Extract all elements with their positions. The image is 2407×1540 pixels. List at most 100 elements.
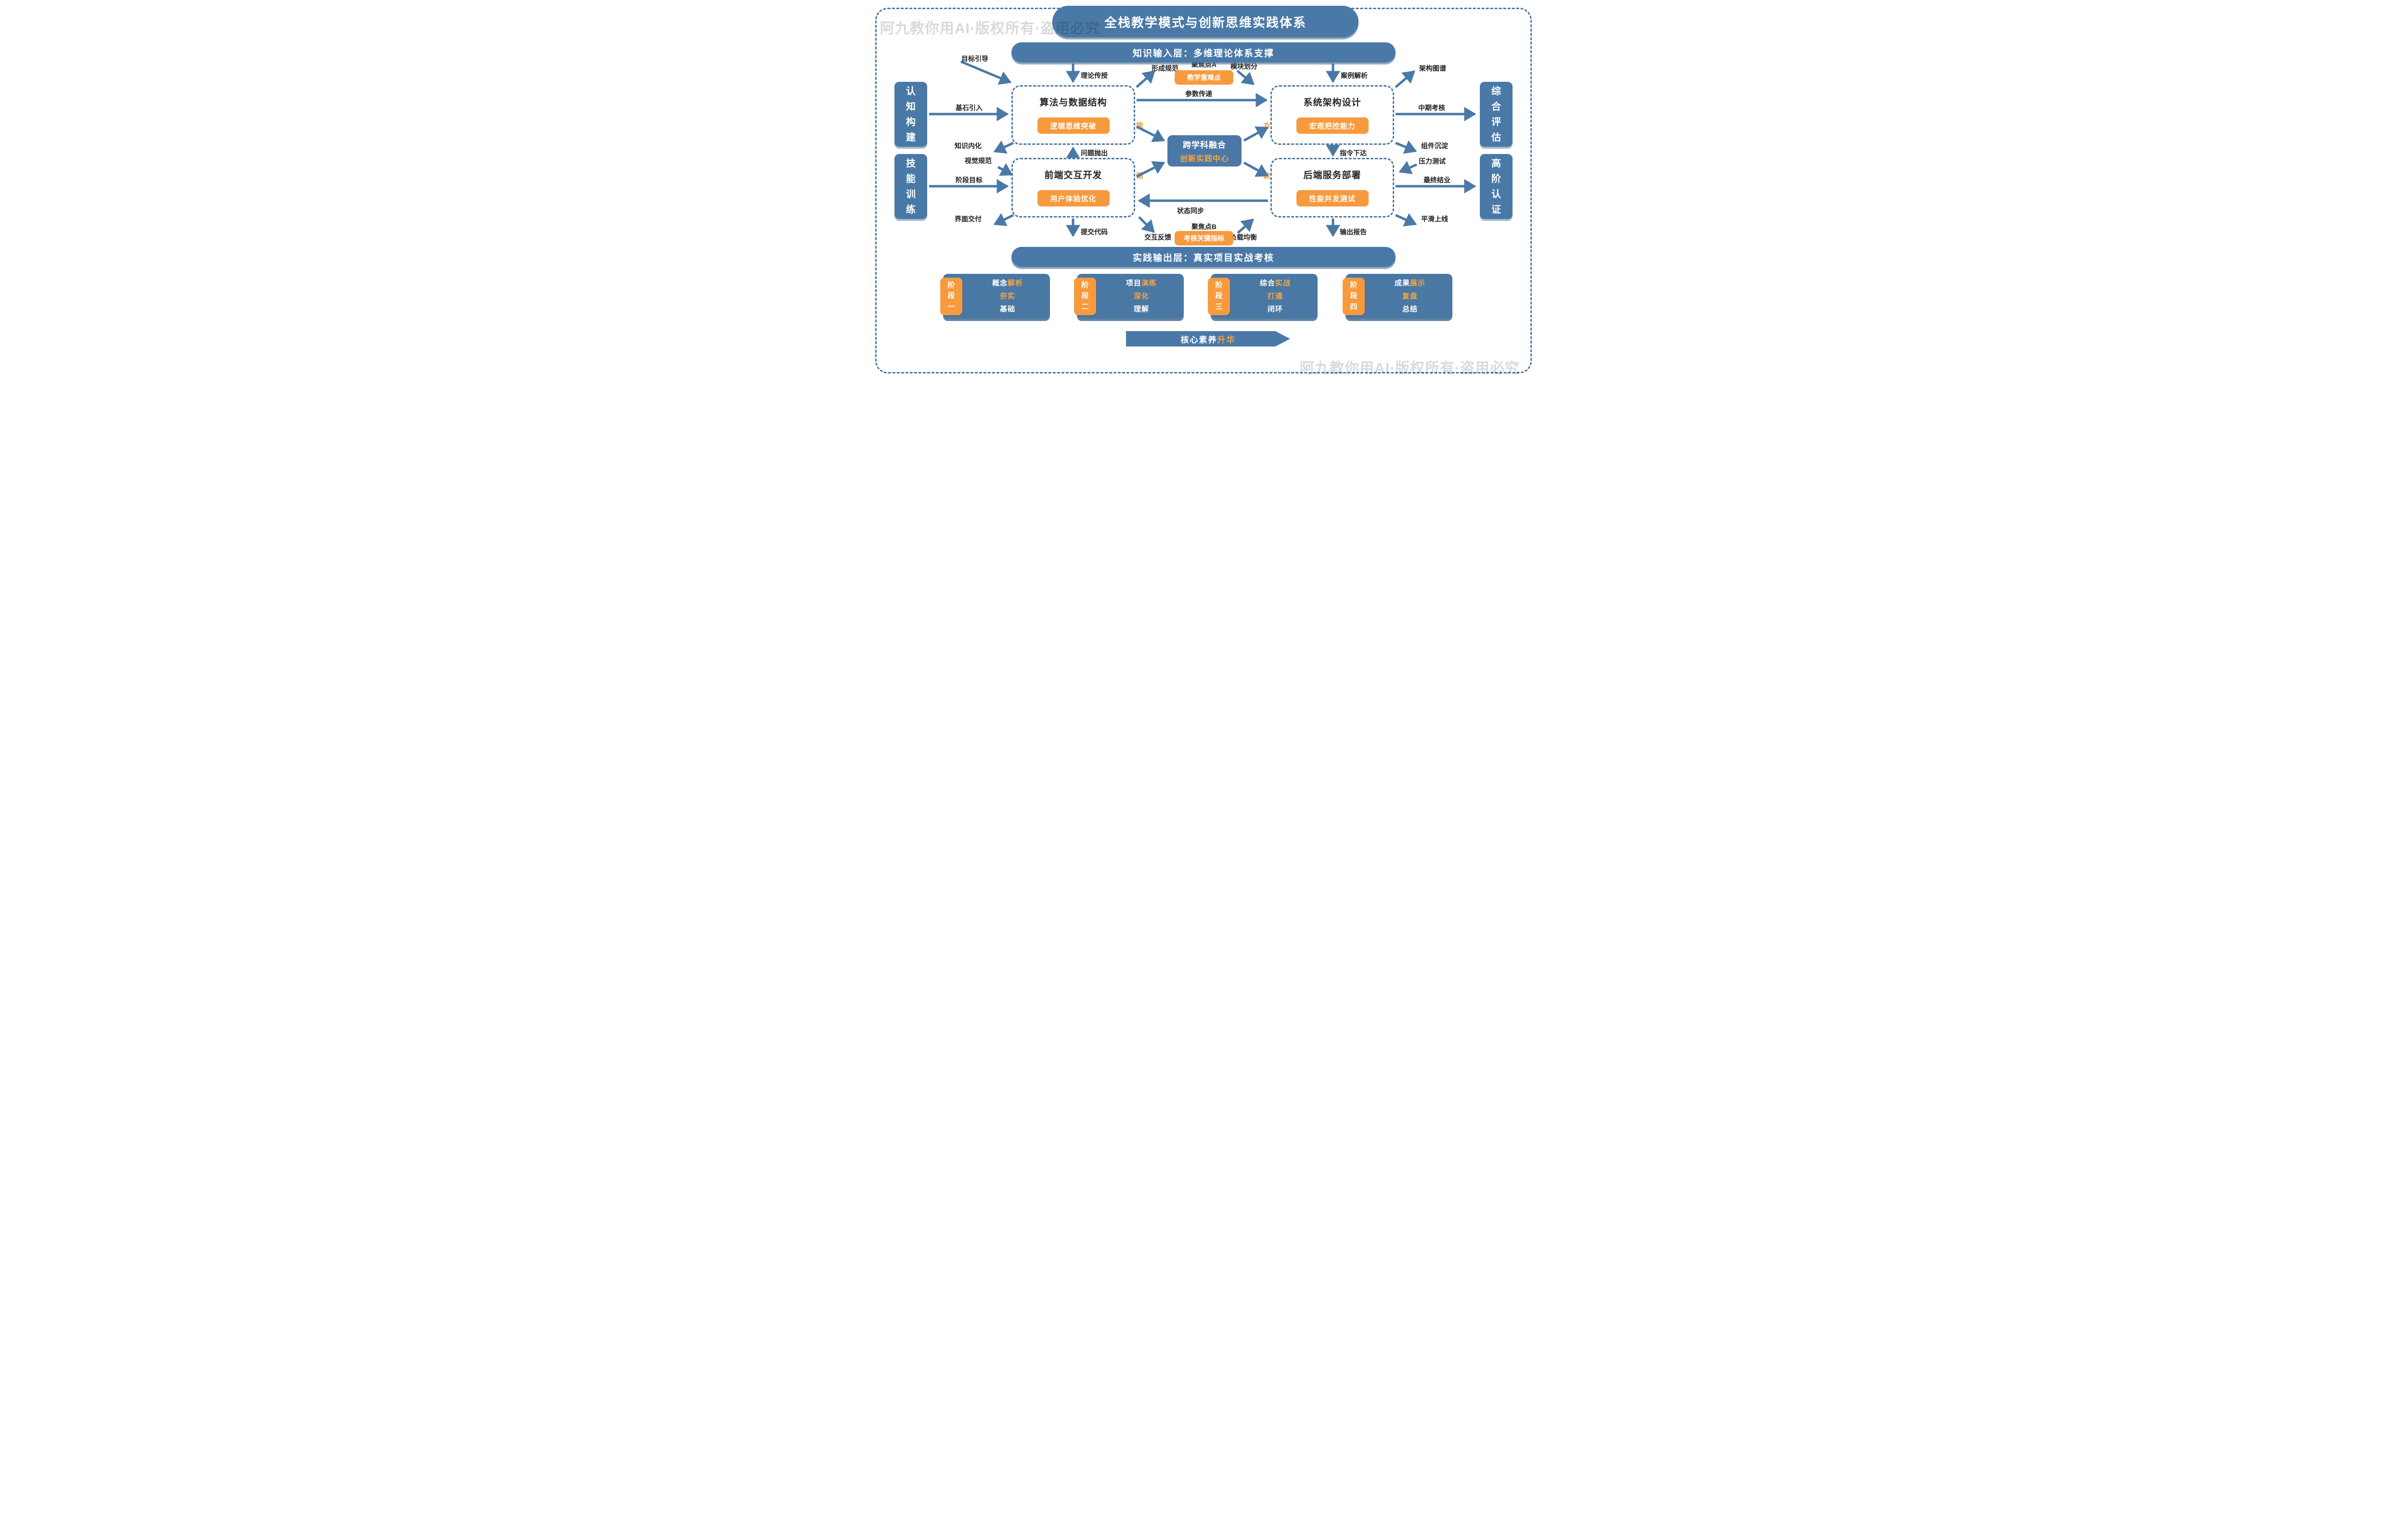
stage-2-tab: 阶段二	[1074, 277, 1096, 315]
node-skill: 技能训练	[894, 154, 927, 219]
node-frontend: 前端交互开发 用户体验优化	[1011, 158, 1135, 218]
stage-2-line1: 项目演练	[1126, 277, 1157, 290]
edge-internalize: 知识内化	[955, 142, 982, 150]
edge-case-study: 案例解析	[1341, 72, 1368, 79]
edge-launch: 平滑上线	[1421, 215, 1448, 223]
edge-atlas: 架构图谱	[1419, 64, 1446, 72]
edge-component: 组件沉淀	[1421, 142, 1448, 150]
edge-theory: 理论传授	[1081, 72, 1108, 79]
hub-line2: 创新实践中心	[1179, 155, 1229, 163]
arrow-norm	[1136, 70, 1155, 88]
edge-stage-goal: 阶段目标	[956, 176, 983, 184]
node-backend: 后端服务部署 性能并发测试	[1270, 158, 1394, 218]
edge-module-split: 模块划分	[1230, 63, 1257, 70]
stage-3-content: 综合实战 打通 闭环	[1236, 277, 1315, 316]
arrow-launch	[1395, 213, 1417, 227]
arrow-feedback	[1138, 216, 1155, 233]
arrow-component	[1395, 140, 1417, 154]
connector-arrows	[929, 60, 1476, 237]
node-cognition-label: 认知构建	[906, 86, 916, 143]
edge-load-balance: 负载均衡	[1230, 233, 1257, 241]
edge-problem: 问题抛出	[1081, 149, 1108, 157]
stage-card-3: 阶段三 综合实战 打通 闭环	[1208, 274, 1318, 319]
arrow-hub-in-top	[1136, 125, 1165, 142]
stage-2-tab-label: 阶段二	[1081, 281, 1089, 311]
stage-card-1: 阶段一 概念解析 夯实 基础	[940, 274, 1050, 319]
arrow-visual	[997, 163, 1013, 176]
edge-feedback: 交互反馈	[1144, 233, 1171, 241]
node-architecture-title: 系统架构设计	[1303, 98, 1361, 108]
arrow-internalize	[993, 140, 1014, 154]
arrow-module-split	[1236, 70, 1255, 85]
node-backend-badge: 性能并发测试	[1296, 190, 1369, 206]
node-evaluation: 综合评估	[1480, 82, 1513, 147]
edge-interface-delivery: 界面交付	[955, 215, 982, 223]
stage-1-line1-white: 概念	[992, 279, 1008, 287]
stage-3-line1: 综合实战	[1260, 277, 1291, 290]
edge-pressure: 压力测试	[1419, 157, 1446, 165]
stage-1-tab: 阶段一	[940, 277, 962, 315]
stage-2-line2: 深化	[1133, 292, 1149, 300]
edge-goal-guide: 目标引导	[961, 55, 988, 63]
edge-submit-code: 提交代码	[1081, 228, 1108, 236]
node-architecture: 系统架构设计 宏观把控能力	[1270, 85, 1394, 145]
stage-4-content: 成果展示 复盘 总结	[1371, 277, 1449, 316]
arrow-hub-out-top	[1243, 126, 1269, 142]
core-literacy-banner: 核心素养升华	[1126, 331, 1290, 346]
stage-1-line1: 概念解析	[992, 277, 1023, 290]
output-layer-bar: 实践输出层：真实项目实战考核	[1011, 247, 1396, 267]
stage-4-tab-label: 阶段四	[1350, 281, 1358, 311]
node-evaluation-label: 综合评估	[1491, 86, 1501, 143]
stage-4-line2: 复盘	[1402, 292, 1418, 300]
stage-4-line1-orange: 展示	[1410, 279, 1426, 287]
stage-4-line3: 总结	[1402, 305, 1418, 313]
stage-3-line1-orange: 实战	[1275, 279, 1291, 287]
stage-2-content: 项目演练 深化 理解	[1102, 277, 1181, 316]
edge-foundation: 基石引入	[956, 104, 983, 112]
node-frontend-title: 前端交互开发	[1044, 170, 1102, 180]
node-algorithm-title: 算法与数据结构	[1039, 98, 1107, 108]
arrow-hub-out-bottom	[1243, 161, 1269, 177]
focus-a-label: 聚焦点A	[1191, 61, 1217, 68]
edge-final: 最终结业	[1423, 176, 1450, 184]
stage-1-tab-label: 阶段一	[947, 281, 955, 311]
node-certification-label: 高阶认证	[1491, 158, 1501, 215]
stage-3-line3: 闭环	[1267, 305, 1283, 313]
edge-norm: 形成规范	[1152, 64, 1178, 72]
page-title: 全栈教学模式与创新思维实践体系	[1052, 6, 1359, 38]
node-skill-label: 技能训练	[906, 158, 916, 215]
stage-2-line1-white: 项目	[1126, 279, 1141, 287]
arrow-goal-guide	[960, 60, 1012, 85]
stage-1-line1-orange: 解析	[1008, 279, 1023, 287]
hub-line1: 跨学科融合	[1183, 141, 1226, 150]
edge-midterm: 中期考核	[1418, 104, 1445, 112]
stage-4-line1-white: 成果	[1394, 279, 1410, 287]
stage-1-line3: 基础	[999, 305, 1015, 313]
node-algorithm: 算法与数据结构 逻辑思维突破	[1011, 85, 1135, 145]
edge-param: 参数传递	[1185, 90, 1212, 98]
stage-3-line2: 打通	[1267, 292, 1283, 300]
stage-3-tab-label: 阶段三	[1215, 281, 1223, 311]
edge-command: 指令下达	[1340, 149, 1367, 157]
stage-card-2: 阶段二 项目演练 深化 理解	[1074, 274, 1184, 319]
banner-text-orange: 升华	[1217, 335, 1236, 345]
node-backend-title: 后端服务部署	[1303, 170, 1361, 180]
input-layer-bar: 知识输入层：多维理论体系支撑	[1011, 42, 1396, 63]
stage-2-line3: 理解	[1133, 305, 1149, 313]
arrow-hub-in-bottom	[1136, 161, 1165, 178]
edge-state-sync: 状态同步	[1177, 207, 1204, 215]
diagram-canvas: 全栈教学模式与创新思维实践体系 知识输入层：多维理论体系支撑 实践输出层：真实项…	[867, 0, 1540, 385]
stage-4-line1: 成果展示	[1395, 277, 1425, 290]
focus-b-label: 聚焦点B	[1191, 223, 1217, 231]
node-architecture-badge: 宏观把控能力	[1296, 117, 1369, 134]
stage-1-content: 概念解析 夯实 基础	[968, 277, 1047, 316]
node-algorithm-badge: 逻辑思维突破	[1037, 117, 1110, 134]
stage-4-tab: 阶段四	[1343, 277, 1365, 315]
stage-3-tab: 阶段三	[1208, 277, 1230, 315]
stage-3-line1-white: 综合	[1259, 279, 1275, 287]
arrow-atlas	[1395, 70, 1415, 88]
arrow-interface-delivery	[993, 213, 1014, 226]
node-hub: 跨学科融合 创新实践中心	[1167, 135, 1242, 167]
focus-b-badge: 考核关键指标	[1175, 231, 1233, 245]
focus-a-badge: 教学重难点	[1175, 70, 1233, 85]
